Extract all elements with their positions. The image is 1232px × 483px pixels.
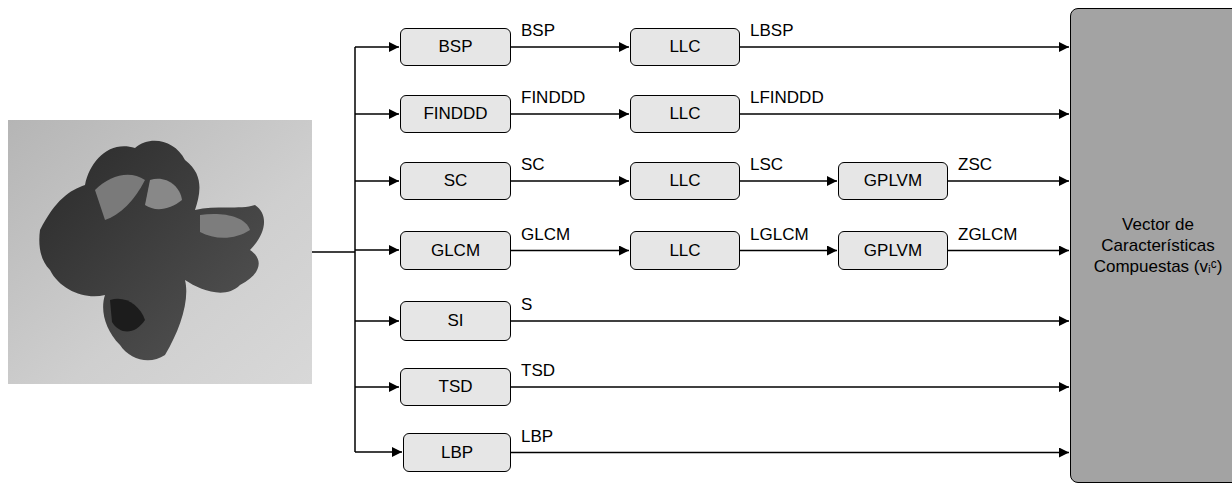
flow-arrow (740, 113, 1069, 115)
signal-label: LGLCM (750, 226, 809, 243)
flower-shape (145, 179, 182, 209)
flow-arrow (511, 250, 629, 252)
box-label: GPLVM (864, 240, 922, 261)
box-label: GPLVM (864, 170, 922, 191)
flow-arrow (948, 180, 1069, 182)
flow-arrow (511, 452, 1069, 454)
process-box: FINDDD (400, 95, 511, 133)
signal-label: GLCM (521, 226, 570, 243)
box-label: GLCM (431, 240, 480, 261)
flow-arrow (511, 113, 629, 115)
bus-line (312, 251, 355, 253)
process-box: GPLVM (838, 231, 948, 270)
process-box: GPLVM (838, 162, 948, 200)
process-box: BSP (400, 28, 511, 66)
box-label: LLC (669, 103, 700, 124)
process-box: LLC (630, 162, 740, 200)
process-box: LLC (630, 231, 740, 270)
box-label: SI (447, 310, 463, 331)
flower-shape (39, 141, 264, 360)
signal-label: FINDDD (521, 89, 585, 106)
box-label: LBP (441, 442, 473, 463)
process-box: SC (400, 162, 511, 200)
signal-label: ZGLCM (958, 226, 1018, 243)
box-label: Vector de Características Compuestas (vᵢ… (1071, 214, 1232, 278)
flow-arrow (948, 250, 1069, 252)
process-box: SI (400, 301, 511, 341)
flow-arrow (511, 386, 1069, 388)
flower-shape (95, 175, 145, 220)
box-label: LLC (669, 170, 700, 191)
bus-branch (355, 180, 399, 182)
flow-arrow (511, 320, 1069, 322)
image-ground (8, 120, 312, 384)
bus-branch (355, 46, 399, 48)
flow-arrow (740, 46, 1069, 48)
box-label: BSP (438, 36, 472, 57)
flow-arrow (511, 46, 629, 48)
box-label: FINDDD (423, 103, 487, 124)
bus-branch (355, 113, 399, 115)
box-label: LLC (669, 36, 700, 57)
box-label: TSD (439, 376, 473, 397)
signal-label: TSD (521, 362, 555, 379)
flower-shape (200, 214, 250, 238)
signal-label: LFINDDD (750, 89, 824, 106)
process-box: GLCM (400, 231, 511, 270)
bus-branch (355, 249, 399, 251)
bus-branch (355, 386, 399, 388)
signal-label: LBP (521, 428, 553, 445)
flow-arrow (740, 180, 837, 182)
flower-shape (110, 299, 145, 332)
process-box: LBP (403, 433, 511, 472)
signal-label: BSP (521, 22, 555, 39)
bus-branch (355, 451, 402, 453)
signal-label: LSC (750, 156, 783, 173)
signal-label: ZSC (958, 156, 992, 173)
flow-arrow (740, 250, 837, 252)
process-box: LLC (630, 95, 740, 133)
bus-branch (355, 320, 399, 322)
flow-arrow (511, 180, 629, 182)
box-label: LLC (669, 240, 700, 261)
signal-label: S (521, 296, 532, 313)
signal-label: SC (521, 156, 545, 173)
process-box: TSD (400, 368, 511, 406)
box-label: SC (444, 170, 468, 191)
process-box: LLC (630, 28, 740, 66)
output-box: Vector de Características Compuestas (vᵢ… (1070, 8, 1232, 483)
signal-label: LBSP (750, 22, 793, 39)
